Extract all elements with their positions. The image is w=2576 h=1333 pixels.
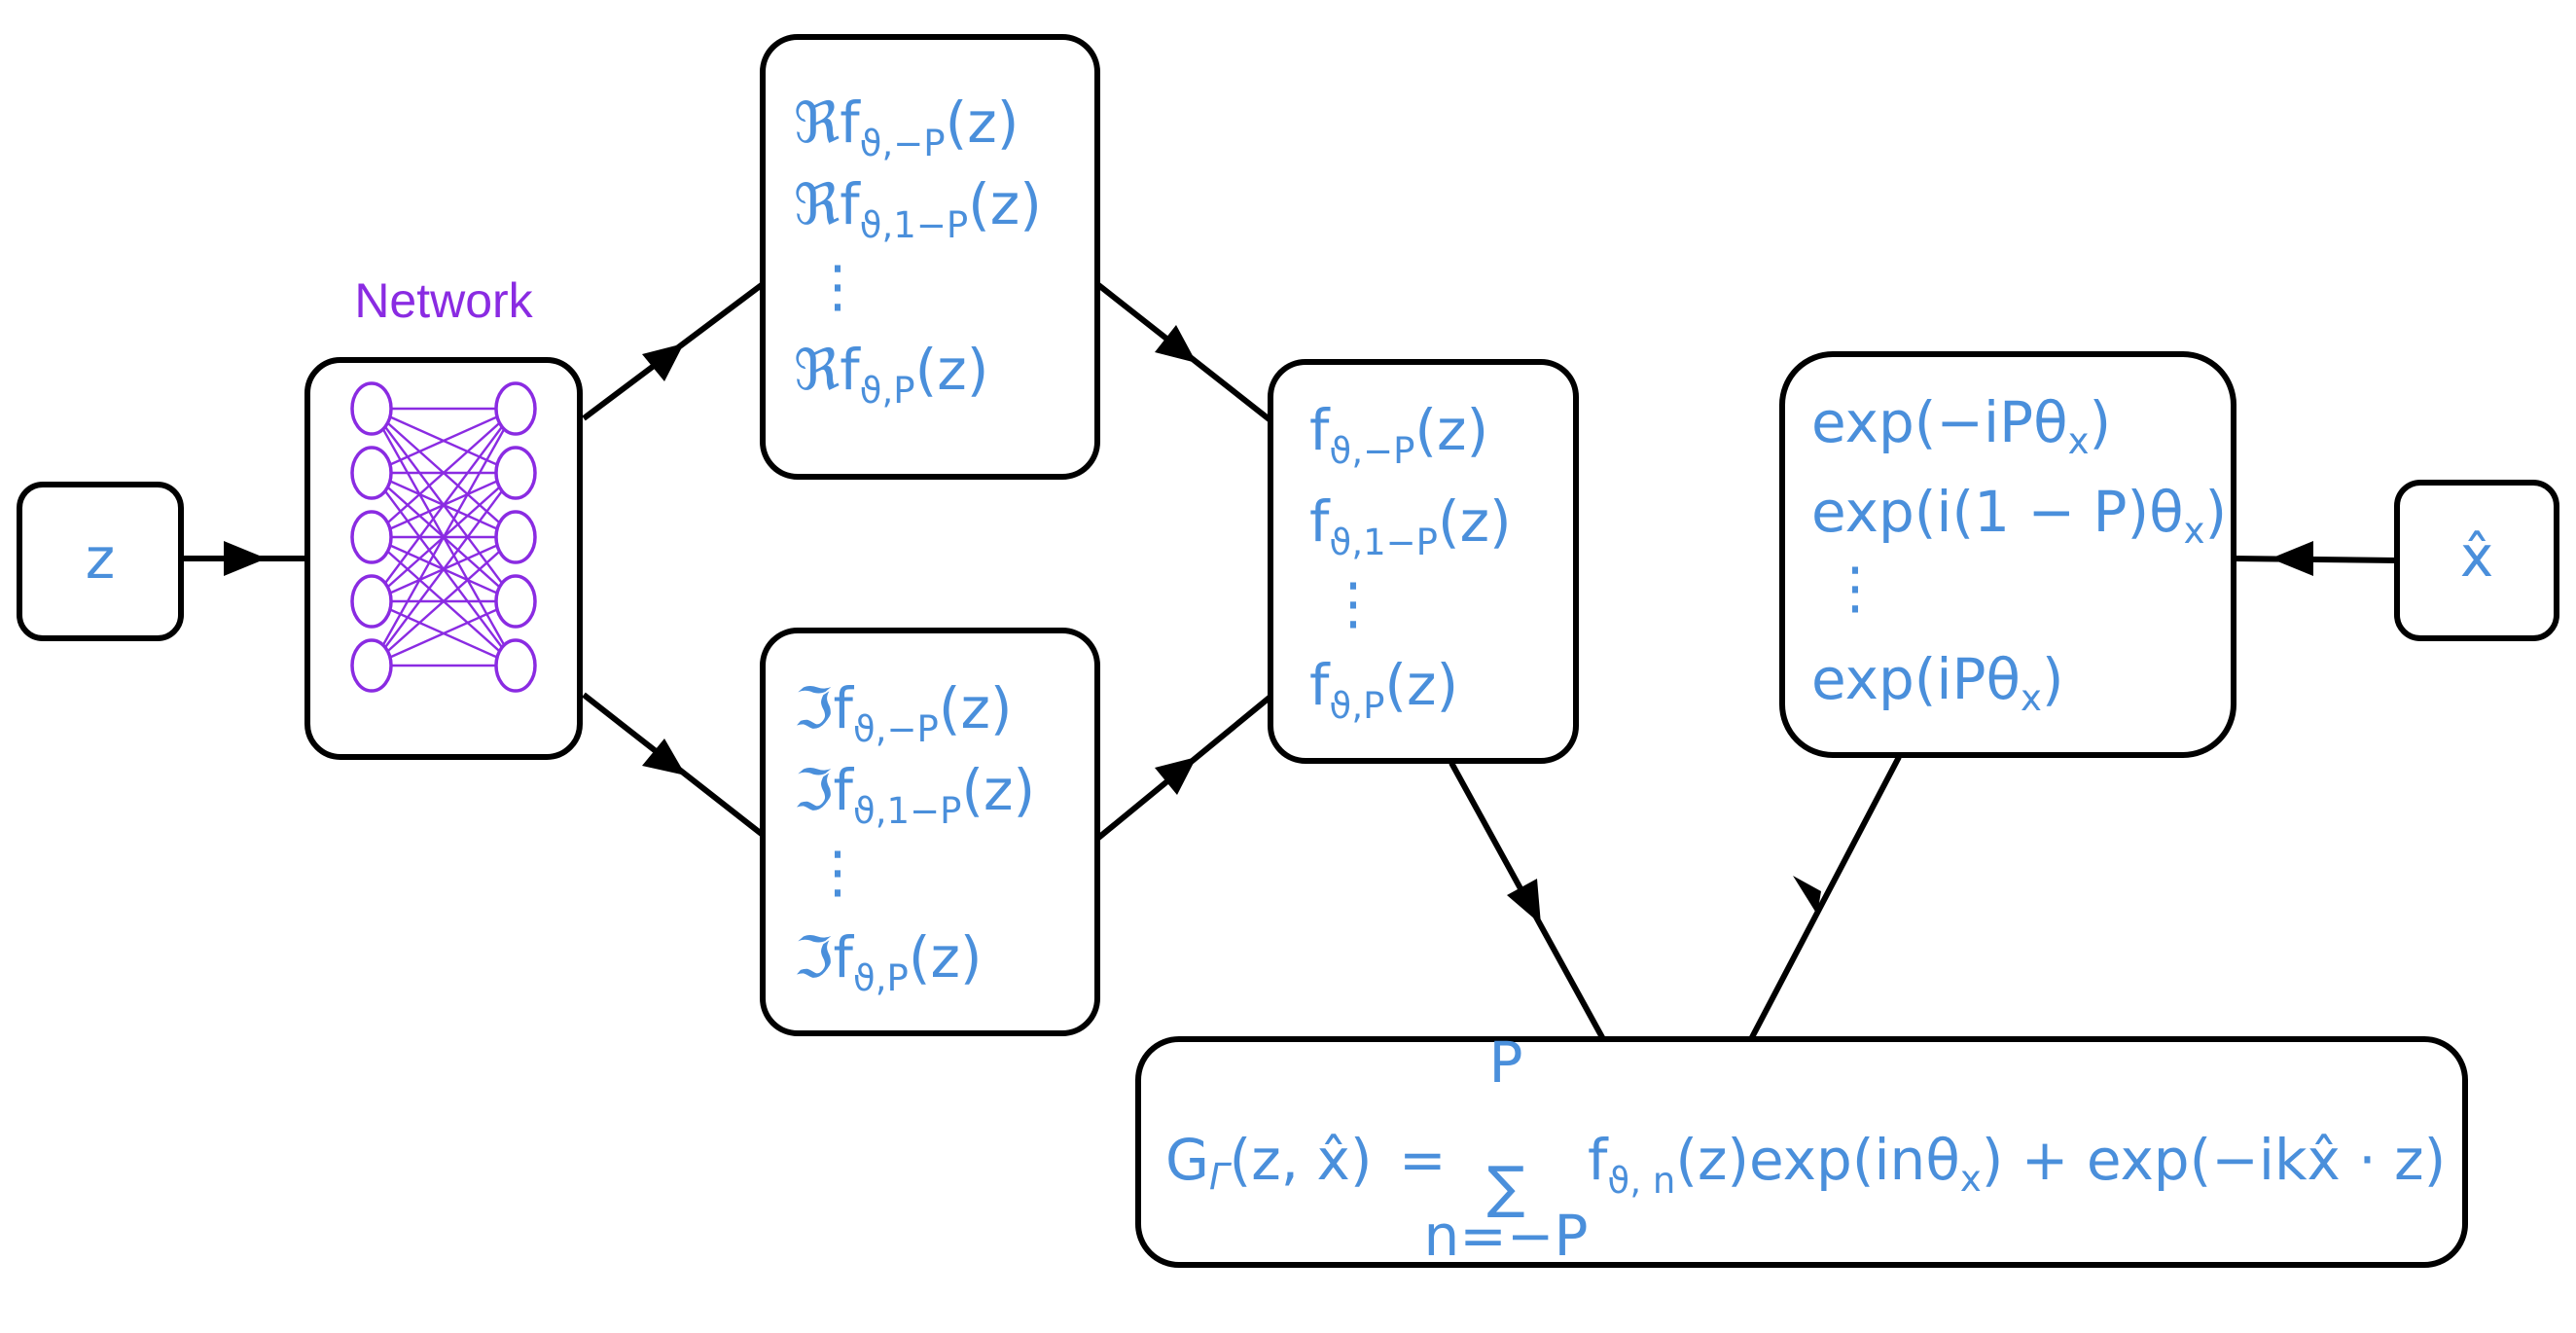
real-line-3: ℜfϑ,P(z) (794, 337, 988, 412)
arrowhead-imag-to-coeff (1155, 757, 1197, 795)
arrowhead-z-to-network (224, 541, 267, 576)
arrowheads (224, 325, 2313, 924)
real-ellipsis: ⋮ (809, 253, 866, 319)
imag-line-3: ℑfϑ,P(z) (794, 924, 983, 999)
network-output-node (494, 574, 537, 629)
formula-lhs: GΓ(z, x̂) (1165, 1127, 1372, 1198)
exp-ellipsis: ⋮ (1827, 555, 1883, 621)
network-output-node (494, 510, 537, 564)
formula-rhs: fϑ, n(z)exp(inθx) + exp(−ikx̂ · z) (1588, 1127, 2446, 1202)
network-output-node (494, 381, 537, 436)
sum-upper-limit: P (1489, 1029, 1523, 1096)
input-z-box: z (17, 482, 184, 641)
network-title: Network (354, 273, 533, 328)
exp-line-2: exp(i(1 − P)θx) (1811, 479, 2227, 552)
edge-xhat-to-exp (2233, 556, 2398, 563)
arrowhead-network-to-real (642, 343, 684, 381)
neural-network-icon (350, 381, 537, 693)
input-xhat-label: x̂ (2460, 523, 2493, 590)
network-input-node (350, 638, 393, 693)
arrowhead-exp-to-formula (1793, 876, 1821, 915)
exponential-box: exp(−iPθx) exp(i(1 − P)θx) ⋮ exp(iPθx) (1779, 351, 2236, 758)
sum-symbol: ∑ (1486, 1154, 1524, 1220)
network-output-node (494, 638, 537, 693)
imag-line-1: ℑfϑ,−P(z) (794, 675, 1013, 750)
formula-box: GΓ(z, x̂) = P ∑ n=−P fϑ, n(z)exp(inθx) +… (1135, 1029, 2468, 1269)
real-part-box: ℜfϑ,−P(z) ℜfϑ,1−P(z) ⋮ ℜfϑ,P(z) (760, 34, 1100, 480)
arrowhead-xhat-to-exp (2271, 541, 2313, 576)
network-connection (371, 407, 517, 475)
formula-equals: = (1399, 1127, 1447, 1193)
sum-lower-limit: n=−P (1424, 1203, 1589, 1269)
network-connection (371, 408, 517, 602)
network-box: Network (304, 273, 583, 760)
arrowhead-coeff-to-formula (1507, 879, 1541, 924)
arrowhead-network-to-imag (642, 739, 686, 775)
network-connection (371, 472, 517, 666)
coeff-ellipsis: ⋮ (1325, 570, 1381, 636)
network-input-node (350, 574, 393, 629)
network-input-node (350, 381, 393, 436)
network-connection (370, 408, 518, 666)
network-connection (371, 599, 517, 667)
input-xhat-box: x̂ (2394, 480, 2559, 641)
real-line-1: ℜfϑ,−P(z) (794, 90, 1019, 164)
network-connection (371, 408, 517, 538)
coefficient-box: fϑ,−P(z) fϑ,1−P(z) ⋮ fϑ,P(z) (1268, 359, 1579, 764)
exp-line-3: exp(iPθx) (1811, 646, 2064, 719)
arrowhead-real-to-coeff (1155, 325, 1197, 363)
imag-part-box: ℑfϑ,−P(z) ℑfϑ,1−P(z) ⋮ ℑfϑ,P(z) (760, 628, 1100, 1036)
real-line-2: ℜfϑ,1−P(z) (794, 171, 1042, 246)
edge-exp-to-formula (1748, 755, 1902, 1041)
coeff-line-3: fϑ,P(z) (1309, 652, 1458, 727)
input-z-label: z (86, 525, 115, 592)
exp-line-1: exp(−iPθx) (1811, 389, 2111, 462)
network-connection (371, 536, 517, 666)
coeff-line-2: fϑ,1−P(z) (1309, 488, 1512, 563)
network-input-node (350, 510, 393, 564)
network-output-node (494, 446, 537, 500)
network-input-node (350, 446, 393, 500)
imag-line-2: ℑfϑ,1−P(z) (794, 757, 1035, 832)
imag-ellipsis: ⋮ (809, 839, 866, 905)
coeff-line-1: fϑ,−P(z) (1309, 397, 1488, 472)
